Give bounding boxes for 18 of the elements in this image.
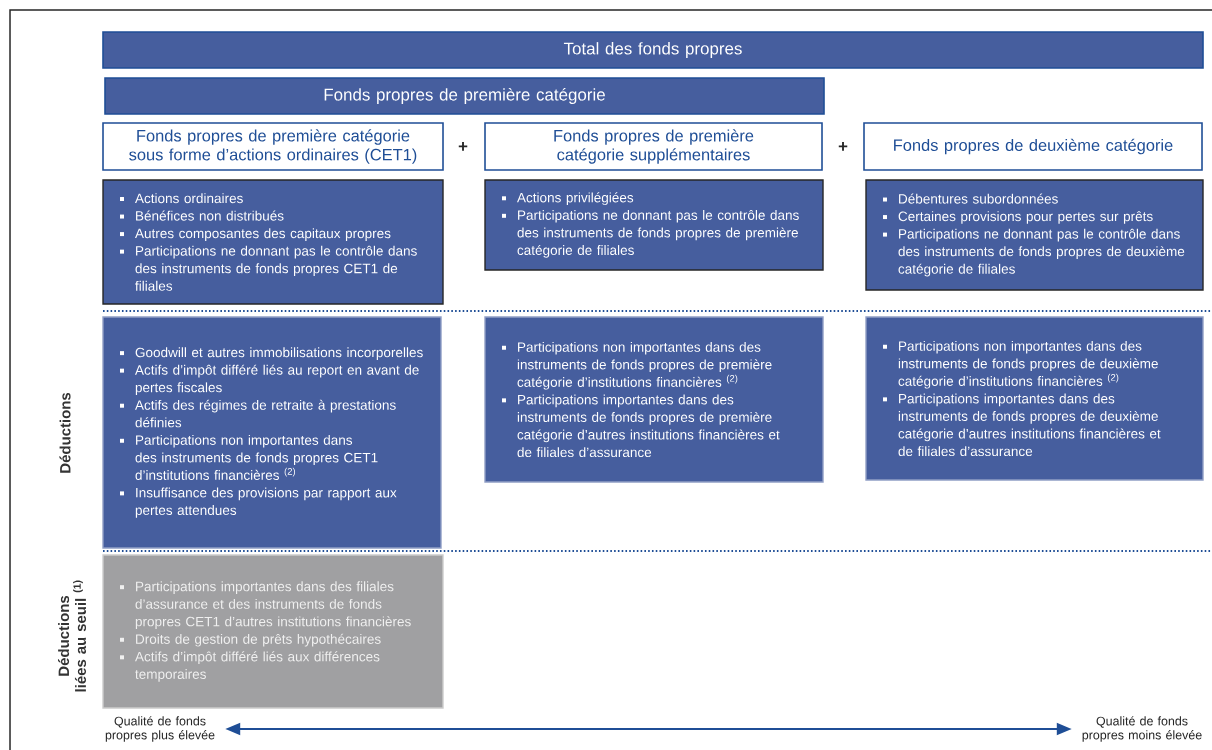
bullet-list-box: Participations non importantes dans des instruments de fonds propres de deuxième catégorie d’institutions financières $^{(2)}$ Participations importantes dans des instruments de fonds propres de deuxième catégorie d’autres institutions financières et de filiales d’assurance: [865, 316, 1204, 481]
plus-sign: +: [838, 142, 848, 151]
bullet-list-box: Goodwill et autres immobilisations incorporelles Actifs d’impôt différé liés au report en avant de pertes fiscales Actifs des régimes de retraite à prestations définies Participations non importantes dans des instruments de fonds propres CET1 d’institutions financières $^{(2)}$ Insuffisance des provisions par rapport aux pertes attendues: [102, 316, 442, 549]
bullet-list-box: Participations importantes dans des filiales d’assurance et des instruments de fonds propres CET1 d’autres institutions financières Droits de gestion de prêts hypothécaires Actifs d’impôt différé liés aux différences temporaires: [102, 554, 444, 709]
quality-label: Qualité de fonds propres plus élevée: [105, 716, 215, 742]
row-label: Déductions: [59, 392, 71, 473]
row-label: Déductions liées au seuil $^{(1)}$: [58, 580, 86, 692]
bullet-list-box: Débentures subordonnées Certaines provisions pour pertes sur prêts Participations ne donnant pas le contrôle dans des instruments de fonds propres de deuxième catégorie de filiales: [865, 179, 1204, 291]
header-box: Fonds propres de première catégorie supplémentaires: [484, 122, 823, 171]
bullet-list-box: Actions ordinaires Bénéfices non distribués Autres composantes des capitaux propres Participations ne donnant pas le contrôle dans des instruments de fonds propres CET1 de filiales: [102, 179, 444, 305]
header-box: Fonds propres de deuxième catégorie: [863, 122, 1203, 171]
bar-box: Fonds propres de première catégorie: [104, 77, 825, 115]
plus-sign: +: [458, 142, 468, 151]
bar-box: Total des fonds propres: [102, 31, 1204, 69]
bullet-list-box: Participations non importantes dans des instruments de fonds propres de première catégorie d’institutions financières $^{(2)}$ Participations importantes dans des instruments de fonds propres de première catégorie d’autres institutions financières et de filiales d’assurance: [484, 316, 824, 483]
bullet-list-box: Actions privilégiées Participations ne donnant pas le contrôle dans des instruments de fonds propres de première catégorie de filiales: [484, 179, 824, 271]
header-box: Fonds propres de première catégorie sous forme d’actions ordinaires (CET1): [102, 122, 444, 171]
quality-label: Qualité de fonds propres moins élevée: [1082, 716, 1202, 742]
